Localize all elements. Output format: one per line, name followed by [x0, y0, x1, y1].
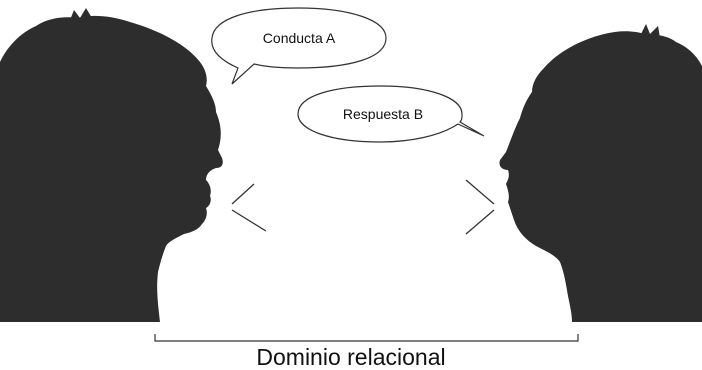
speech-bubble-respuesta: Respuesta B: [297, 85, 485, 143]
right-sound-lines-icon: [465, 179, 495, 235]
speech-bubble-conducta: Conducta A: [211, 7, 387, 85]
domain-bracket: [154, 334, 579, 342]
right-hair-tuft-icon: [640, 24, 660, 38]
bubble-label-respuesta: Respuesta B: [343, 106, 423, 122]
domain-caption: Dominio relacional: [256, 344, 445, 370]
left-sound-lines-icon: [231, 183, 267, 232]
right-head-silhouette-icon: [499, 31, 702, 322]
bubble-label-conducta: Conducta A: [263, 30, 336, 46]
left-hair-tuft-icon: [70, 8, 92, 20]
left-head-silhouette-icon: [0, 15, 223, 322]
